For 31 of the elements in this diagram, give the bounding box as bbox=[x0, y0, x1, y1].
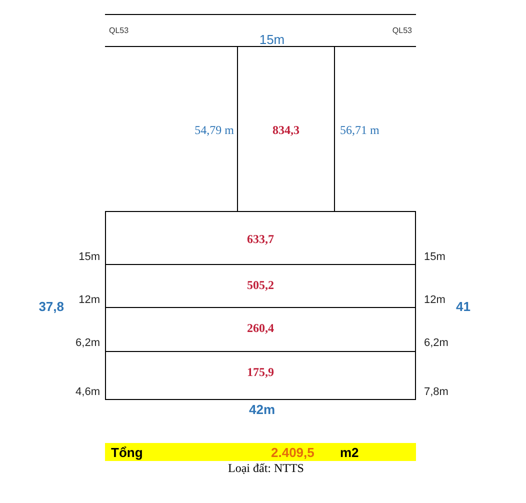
road-label: QL53 bbox=[109, 25, 129, 37]
land-type-note: Loại đất: NTTS bbox=[227, 460, 305, 477]
road-label: QL53 bbox=[392, 25, 412, 37]
land-strip bbox=[105, 264, 416, 308]
land-strip bbox=[105, 351, 416, 400]
dimension-label: 54,79 m bbox=[194, 122, 234, 139]
dimension-label: 42m bbox=[248, 401, 276, 419]
dimension-label: 6,2m bbox=[424, 336, 450, 351]
road-band bbox=[105, 14, 416, 47]
unit-label: m2 bbox=[340, 444, 359, 462]
total-value: 2.409,5 bbox=[271, 444, 314, 462]
dimension-label: 37,8 bbox=[38, 298, 64, 316]
dimension-label: 4,6m bbox=[74, 385, 100, 400]
area-value: 834,3 bbox=[272, 122, 300, 138]
dimension-label: 15m bbox=[424, 250, 446, 265]
total-label: Tổng bbox=[111, 444, 143, 462]
dimension-label: 6,2m bbox=[74, 336, 100, 351]
dimension-label: 15m bbox=[78, 250, 100, 265]
dimension-label: 12m bbox=[78, 293, 100, 308]
land-strip bbox=[105, 211, 416, 265]
area-value: 505,2 bbox=[247, 277, 274, 294]
dimension-label: 7,8m bbox=[424, 385, 450, 400]
total-bar bbox=[105, 443, 416, 461]
land-plot bbox=[237, 47, 335, 212]
area-value: 633,7 bbox=[247, 231, 274, 248]
land-strip bbox=[105, 307, 416, 352]
dimension-label: 15m bbox=[258, 31, 286, 49]
dimension-label: 56,71 m bbox=[340, 122, 380, 139]
dimension-label: 41 bbox=[456, 298, 472, 316]
area-value: 260,4 bbox=[247, 320, 274, 337]
area-value: 175,9 bbox=[247, 364, 274, 381]
